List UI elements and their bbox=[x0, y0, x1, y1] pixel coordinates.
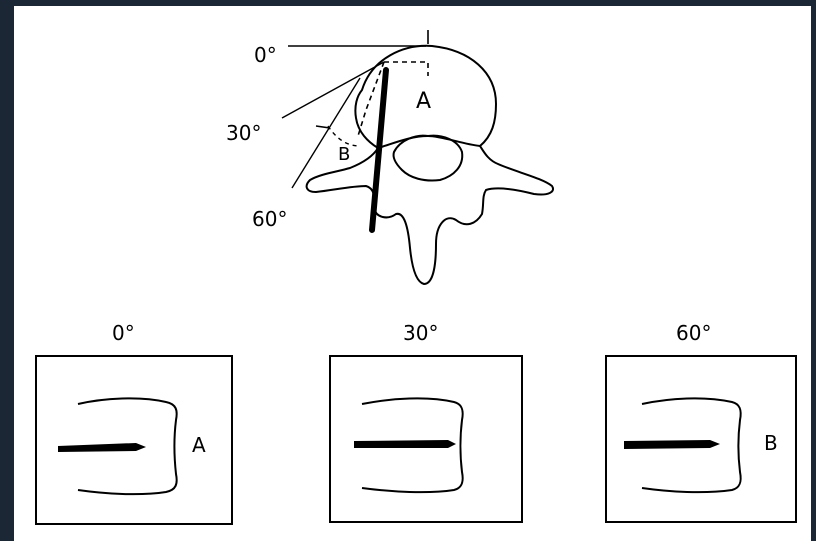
panel-title: 30° bbox=[403, 321, 438, 345]
panel-60-degrees: 60° B bbox=[606, 321, 796, 522]
panel-title: 60° bbox=[676, 321, 711, 345]
needle-shadow bbox=[354, 440, 456, 448]
dashed-line-to-point-a bbox=[384, 62, 428, 76]
vertebra-axial-view: 0° 30° 60° A B bbox=[226, 30, 553, 284]
panel-frame bbox=[330, 356, 522, 522]
needle-shadow bbox=[58, 443, 146, 452]
needle-line bbox=[372, 70, 386, 230]
needle-shadow bbox=[624, 440, 720, 449]
panel-title: 0° bbox=[112, 321, 135, 345]
panel-side-label: B bbox=[764, 431, 778, 455]
angle-label-0: 0° bbox=[254, 43, 277, 67]
point-label-b: B bbox=[338, 144, 350, 165]
angle-label-60: 60° bbox=[252, 207, 287, 231]
spinal-canal-outline bbox=[393, 136, 462, 181]
point-label-a: A bbox=[416, 89, 431, 114]
panel-30-degrees: 30° bbox=[330, 321, 522, 522]
panel-side-label: A bbox=[192, 433, 206, 457]
posterior-elements-outline bbox=[307, 146, 553, 284]
angle-line-30 bbox=[282, 62, 384, 118]
dashed-arc-to-point-b bbox=[328, 126, 360, 146]
angle-label-30: 30° bbox=[226, 121, 261, 145]
panel-0-degrees: 0° A bbox=[36, 321, 232, 524]
